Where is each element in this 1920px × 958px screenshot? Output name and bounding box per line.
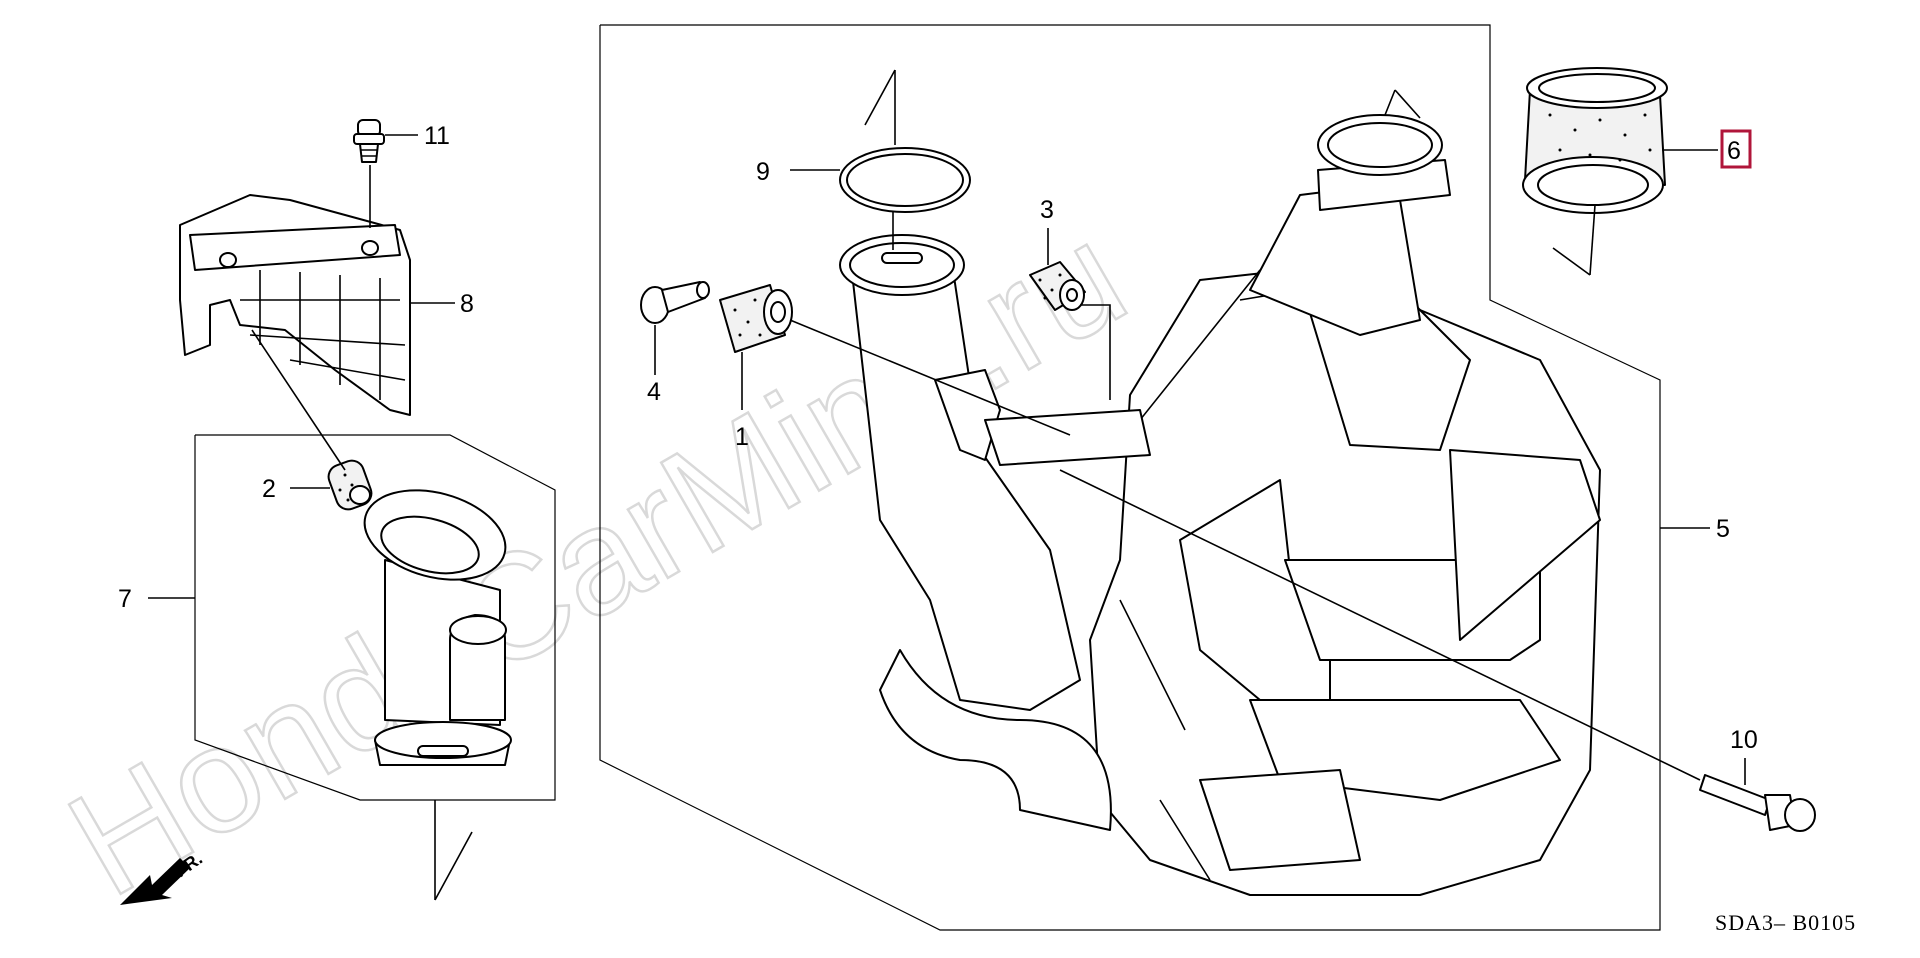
callout-1[interactable]: 1	[735, 423, 749, 451]
callout-6-highlight-box	[1720, 129, 1752, 169]
front-arrow-icon	[120, 858, 190, 905]
leader-lines	[148, 69, 1746, 901]
assembly-outlines	[194, 24, 1661, 931]
callout-11[interactable]: 11	[424, 122, 450, 150]
callout-7[interactable]: 7	[118, 585, 132, 613]
part-3-grommet[interactable]	[1029, 261, 1086, 311]
part-10-bolt[interactable]	[1699, 774, 1816, 832]
callout-5[interactable]: 5	[1716, 515, 1730, 543]
part-9-o-ring[interactable]	[839, 147, 971, 213]
part-5-resonator[interactable]	[839, 114, 1601, 896]
callout-9[interactable]: 9	[756, 158, 770, 186]
part-6-filter-ring[interactable]	[1522, 67, 1668, 214]
callout-10[interactable]: 10	[1730, 726, 1758, 754]
part-11-clip[interactable]	[353, 119, 385, 163]
callout-8[interactable]: 8	[460, 290, 474, 318]
callout-3[interactable]: 3	[1040, 196, 1054, 224]
diagram-code: SDA3– B0105	[1715, 910, 1856, 935]
part-4-bolt[interactable]	[640, 281, 710, 324]
callout-labels: 11 8 2 7 9 4 1 3 5 6 10	[118, 122, 1758, 754]
part-1-grommet[interactable]	[719, 284, 793, 353]
callout-4[interactable]: 4	[647, 378, 661, 406]
callout-2[interactable]: 2	[262, 475, 276, 503]
callout-6[interactable]: 6	[1727, 137, 1741, 165]
part-8-bracket[interactable]	[179, 194, 411, 416]
part-7-duct[interactable]	[355, 476, 516, 766]
part-2-grommet[interactable]	[325, 457, 375, 513]
